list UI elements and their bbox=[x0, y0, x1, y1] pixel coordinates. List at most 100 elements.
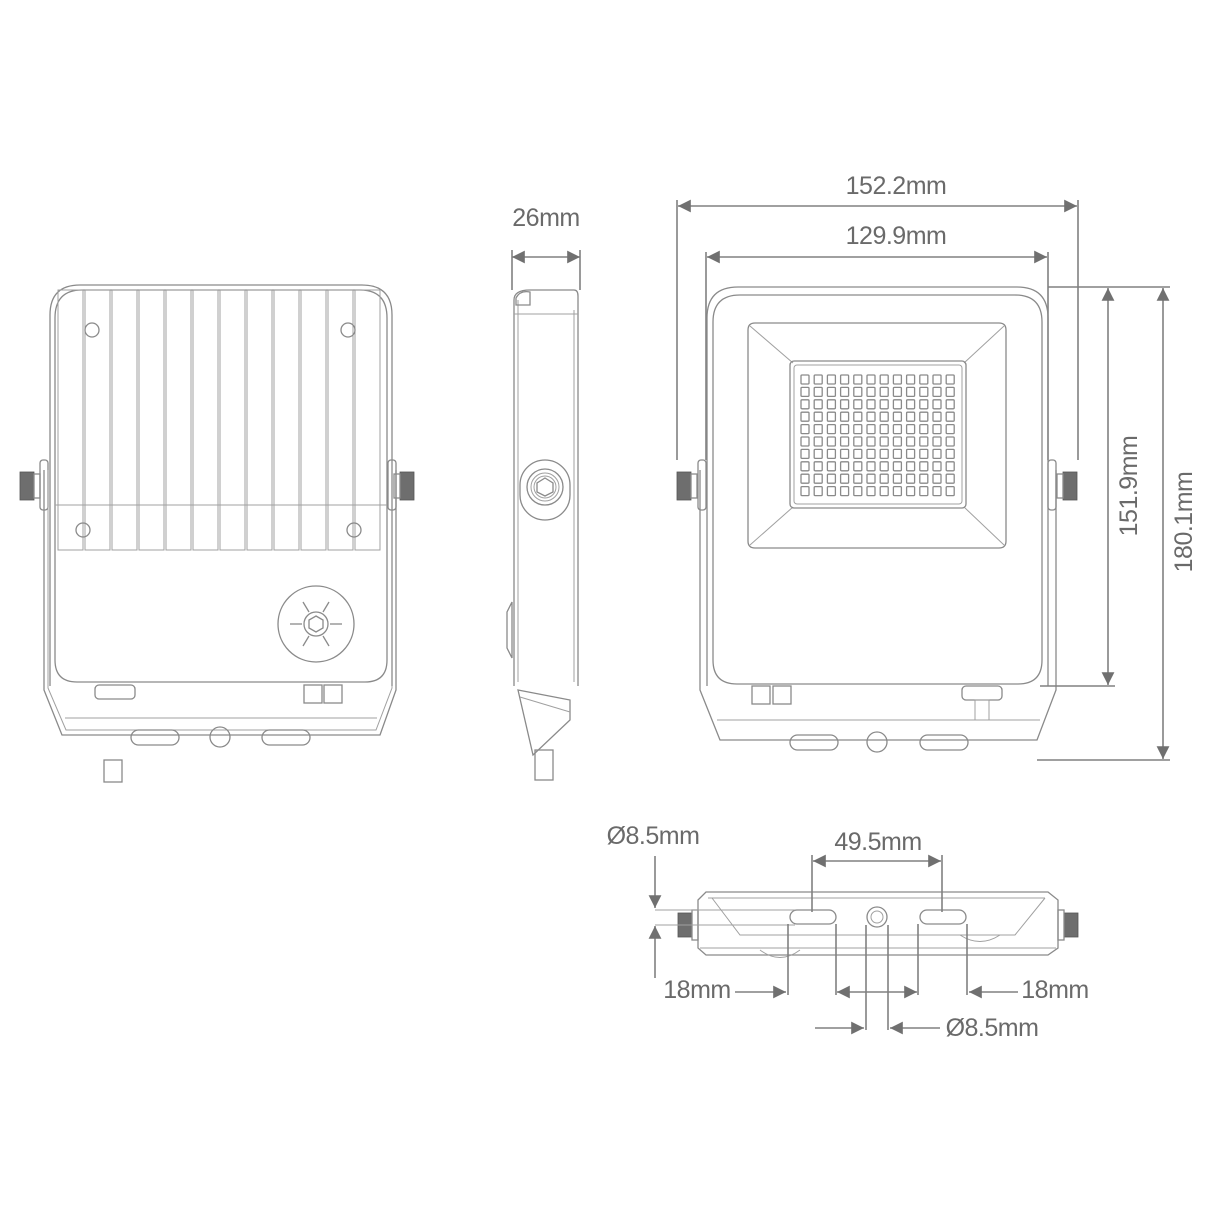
led-chip bbox=[800, 448, 810, 460]
led-chip bbox=[879, 411, 889, 422]
body-width-label: 129.9mm bbox=[846, 222, 947, 250]
led-chip bbox=[932, 411, 942, 422]
mounting-hole-icon bbox=[75, 522, 91, 538]
mounting-hole-icon bbox=[340, 322, 356, 338]
led-chip bbox=[853, 423, 863, 435]
led-chip bbox=[919, 461, 929, 472]
led-chip bbox=[932, 485, 942, 497]
led-chip bbox=[813, 399, 823, 410]
led-chip bbox=[853, 386, 863, 398]
led-chip bbox=[919, 423, 929, 435]
led-chip bbox=[945, 461, 955, 472]
led-chip bbox=[945, 473, 955, 484]
led-chip bbox=[932, 399, 942, 410]
led-chip bbox=[866, 374, 876, 385]
led-chip bbox=[905, 473, 916, 484]
overall-height-label: 180.1mm bbox=[1170, 472, 1198, 573]
led-chip bbox=[932, 374, 942, 385]
mounting-hole-icon bbox=[346, 522, 362, 538]
led-chip bbox=[892, 386, 903, 398]
led-chip bbox=[800, 423, 810, 435]
overall-width-label: 152.2mm bbox=[846, 172, 947, 200]
led-chip bbox=[932, 461, 942, 472]
led-chip bbox=[839, 411, 850, 422]
led-chip bbox=[826, 386, 837, 398]
front-view: 152.2mm 129.9mm bbox=[676, 172, 1198, 761]
led-chip bbox=[839, 473, 850, 484]
led-chip bbox=[826, 448, 837, 460]
led-chip bbox=[839, 399, 850, 410]
led-chip bbox=[892, 473, 903, 484]
led-chip bbox=[839, 374, 850, 385]
led-chip bbox=[945, 399, 955, 410]
led-chip bbox=[866, 436, 876, 447]
left-cable-connector-icon bbox=[676, 459, 707, 511]
led-chip bbox=[879, 473, 889, 484]
led-chip bbox=[813, 461, 823, 472]
led-chip bbox=[879, 485, 889, 497]
led-chip bbox=[813, 485, 823, 497]
led-chip bbox=[826, 473, 837, 484]
led-chip bbox=[800, 399, 810, 410]
led-chip bbox=[853, 485, 863, 497]
led-chip bbox=[945, 374, 955, 385]
led-chip bbox=[866, 461, 876, 472]
led-chip bbox=[919, 411, 929, 422]
led-chip bbox=[866, 386, 876, 398]
bottom-view: 49.5mm Ø8.5mm 18mm 18mm Ø8.5mm bbox=[607, 822, 1090, 1042]
led-chip bbox=[839, 485, 850, 497]
led-chip bbox=[879, 448, 889, 460]
right-slot-length-label: 18mm bbox=[1021, 976, 1088, 1004]
body-height-label: 151.9mm bbox=[1115, 436, 1143, 537]
led-chip bbox=[853, 399, 863, 410]
side-view: 26mm bbox=[506, 204, 581, 781]
led-chip bbox=[919, 374, 929, 385]
hex-bolt-icon bbox=[519, 459, 571, 521]
led-chip bbox=[866, 399, 876, 410]
hole-diameter-label: Ø8.5mm bbox=[946, 1014, 1039, 1042]
led-chip bbox=[800, 473, 810, 484]
led-chip bbox=[839, 461, 850, 472]
led-chip bbox=[826, 461, 837, 472]
left-slot-length-label: 18mm bbox=[663, 976, 730, 1004]
led-chip bbox=[905, 448, 916, 460]
led-chip bbox=[932, 386, 942, 398]
led-chip bbox=[853, 473, 863, 484]
led-chip bbox=[905, 436, 916, 447]
led-chip bbox=[813, 436, 823, 447]
led-chip bbox=[826, 485, 837, 497]
led-chip bbox=[826, 399, 837, 410]
led-chip bbox=[813, 423, 823, 435]
led-chip bbox=[813, 473, 823, 484]
led-chip bbox=[919, 485, 929, 497]
led-chip bbox=[892, 374, 903, 385]
led-chip bbox=[879, 436, 889, 447]
led-chip bbox=[905, 386, 916, 398]
led-chip bbox=[905, 399, 916, 410]
led-chip bbox=[945, 448, 955, 460]
led-chip bbox=[905, 461, 916, 472]
led-chip bbox=[853, 374, 863, 385]
led-chip bbox=[932, 448, 942, 460]
led-chip bbox=[826, 374, 837, 385]
led-chip bbox=[945, 485, 955, 497]
led-chip bbox=[813, 411, 823, 422]
led-chip bbox=[919, 399, 929, 410]
led-chip bbox=[826, 423, 837, 435]
slot-diameter-label: Ø8.5mm bbox=[607, 822, 700, 850]
led-chip bbox=[853, 436, 863, 447]
led-chip bbox=[853, 448, 863, 460]
led-chip bbox=[839, 436, 850, 447]
led-chip bbox=[945, 423, 955, 435]
led-chip bbox=[905, 485, 916, 497]
led-chip bbox=[905, 423, 916, 435]
mounting-hole-icon bbox=[84, 322, 100, 338]
led-chip bbox=[866, 485, 876, 497]
led-chip bbox=[800, 436, 810, 447]
led-chip bbox=[800, 485, 810, 497]
led-chip bbox=[892, 436, 903, 447]
led-chip bbox=[879, 386, 889, 398]
led-chip bbox=[853, 411, 863, 422]
led-chip bbox=[932, 423, 942, 435]
right-cable-connector-icon bbox=[1047, 459, 1078, 511]
